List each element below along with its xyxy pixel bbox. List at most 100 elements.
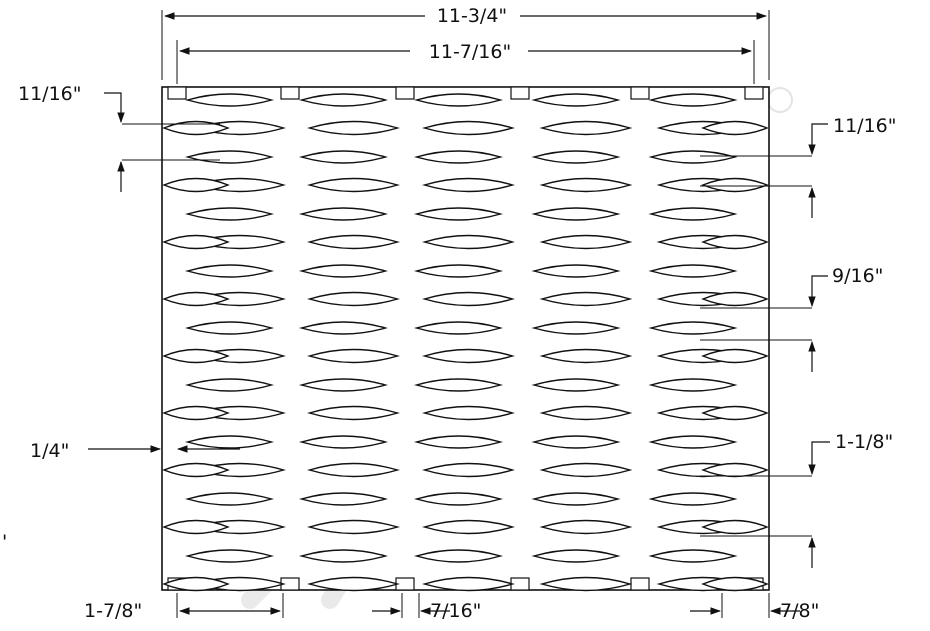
slot-opening: [648, 435, 738, 449]
edge-tab: [395, 86, 415, 100]
dimension-label-bottom-mid-gap: 7/16": [430, 600, 481, 622]
dimension-right-top-pitch: 11/16": [700, 115, 897, 218]
slot-opening: [539, 120, 633, 136]
slot-opening: [422, 120, 515, 136]
slot-opening: [307, 405, 400, 421]
slot-opening: [298, 207, 389, 221]
slot-opening: [422, 177, 515, 193]
edge-tab: [280, 86, 300, 100]
slot-opening: [298, 549, 389, 563]
dimension-label-right-mid-spacing: 9/16": [832, 265, 883, 287]
slot-opening: [307, 576, 400, 592]
slot-opening: [184, 378, 275, 392]
slot-opening: [298, 435, 389, 449]
edge-slot-opening: [701, 348, 769, 364]
slot-opening: [539, 348, 633, 364]
slot-opening: [184, 264, 275, 278]
slot-opening: [531, 492, 621, 506]
edge-slot-opening: [162, 120, 230, 136]
edge-tab: [630, 577, 650, 591]
edge-tab: [630, 86, 650, 100]
slot-opening: [307, 291, 400, 307]
slot-opening: [539, 234, 633, 250]
slot-opening: [298, 150, 389, 164]
dimension-label-left-bar-width: 1/4": [30, 440, 69, 462]
slot-opening: [298, 492, 389, 506]
dimension-bottom-right-edge: 7/8": [690, 593, 819, 622]
slot-opening: [413, 264, 504, 278]
slot-opening: [307, 234, 400, 250]
slot-opening: [531, 93, 621, 107]
slot-opening: [422, 462, 515, 478]
edge-slot-opening: [162, 291, 230, 307]
slot-opening: [531, 321, 621, 335]
edge-slot-opening: [701, 234, 769, 250]
dimension-bottom-left-spacing: 1-7/8": [84, 593, 284, 622]
slot-opening: [539, 519, 633, 535]
slot-opening: [413, 93, 504, 107]
slot-opening: [298, 93, 389, 107]
slot-opening: [184, 93, 275, 107]
edge-tab: [510, 86, 530, 100]
dimension-label-right-diamond-length: 1-1/8": [835, 431, 893, 453]
slot-opening: [648, 321, 738, 335]
slot-opening: [413, 378, 504, 392]
slot-opening: [648, 549, 738, 563]
edge-slot-opening: [701, 120, 769, 136]
dimension-label-overall-width: 11-3/4": [437, 5, 507, 27]
slot-opening: [307, 120, 400, 136]
slot-opening: [531, 378, 621, 392]
edge-tab: [744, 86, 764, 100]
slot-opening: [531, 549, 621, 563]
dimension-right-diamond-length: 1-1/8": [700, 431, 893, 568]
slot-opening: [307, 348, 400, 364]
slot-opening: [184, 549, 275, 563]
dimension-left-bar-width: 1/4": [30, 440, 240, 462]
dimension-bottom-mid-gap: 7/16": [372, 593, 481, 622]
edge-slot-opening: [162, 576, 230, 592]
dimension-inner-width: 11-7/16": [176, 40, 755, 84]
edge-tab: [167, 86, 187, 100]
edge-slot-opening: [162, 234, 230, 250]
edge-slot-opening: [701, 576, 769, 592]
slot-opening: [307, 462, 400, 478]
slot-opening: [307, 177, 400, 193]
slot-opening: [184, 321, 275, 335]
slot-opening: [422, 576, 515, 592]
slot-opening: [184, 492, 275, 506]
slot-opening: [539, 291, 633, 307]
slot-opening: [413, 207, 504, 221]
edge-slot-opening: [701, 177, 769, 193]
dimension-top-left-edge: 11/16": [18, 83, 220, 192]
dimension-overall-width: 11-3/4": [161, 5, 770, 80]
slot-opening: [184, 435, 275, 449]
slot-opening: [531, 207, 621, 221]
dimension-label-bottom-right-edge: 7/8": [780, 600, 819, 622]
slot-opening: [413, 321, 504, 335]
slot-opening: [298, 264, 389, 278]
slot-opening: [648, 264, 738, 278]
slot-opening: [648, 492, 738, 506]
edge-slot-opening: [701, 519, 769, 535]
slot-opening: [422, 405, 515, 421]
slot-opening: [298, 321, 389, 335]
slot-opening: [539, 462, 633, 478]
dimension-label-top-left-edge: 11/16": [18, 83, 82, 105]
dimension-label-right-top-pitch: 11/16": [833, 115, 897, 137]
slot-opening: [413, 435, 504, 449]
slot-opening: [413, 150, 504, 164]
slot-opening: [422, 234, 515, 250]
slot-opening: [298, 378, 389, 392]
stray-mark: ': [2, 531, 7, 553]
dimension-label-bottom-left-spacing: 1-7/8": [84, 600, 142, 622]
edge-slot-opening: [162, 348, 230, 364]
slot-opening: [413, 549, 504, 563]
slot-opening: [422, 348, 515, 364]
edge-slot-opening: [701, 405, 769, 421]
slot-opening: [539, 177, 633, 193]
edge-slot-opening: [701, 291, 769, 307]
slot-opening: [413, 492, 504, 506]
edge-slot-opening: [701, 462, 769, 478]
slot-opening: [648, 207, 738, 221]
dimension-right-mid-spacing: 9/16": [700, 265, 883, 372]
